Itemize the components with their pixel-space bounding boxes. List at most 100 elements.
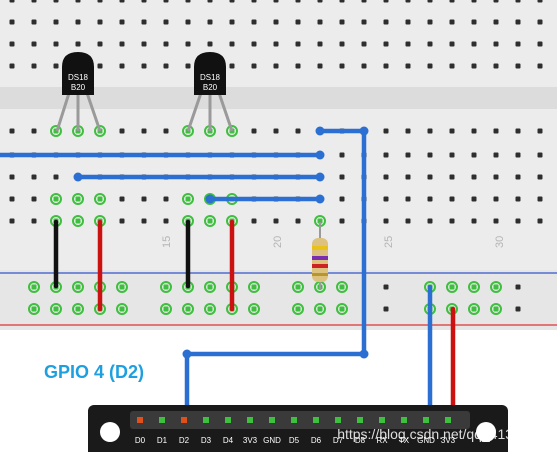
breadboard-hole bbox=[163, 63, 169, 69]
breadboard-hole bbox=[405, 0, 411, 3]
breadboard-hole bbox=[361, 41, 367, 47]
breadboard-hole-highlight bbox=[28, 281, 40, 293]
breadboard-hole bbox=[119, 0, 125, 3]
breadboard-hole bbox=[493, 306, 499, 312]
breadboard-hole-highlight bbox=[50, 125, 62, 137]
breadboard-hole bbox=[471, 0, 477, 3]
breadboard-hole bbox=[53, 196, 59, 202]
breadboard-hole bbox=[537, 196, 543, 202]
board-pin-label: GND bbox=[417, 436, 435, 445]
breadboard-hole bbox=[53, 41, 59, 47]
breadboard-hole bbox=[229, 19, 235, 25]
wire-endpoints bbox=[73, 126, 369, 359]
breadboard-hole-highlight bbox=[94, 193, 106, 205]
breadboard-hole bbox=[75, 0, 81, 3]
breadboard-hole bbox=[53, 0, 59, 3]
breadboard-hole bbox=[295, 284, 301, 290]
breadboard-hole bbox=[273, 63, 279, 69]
breadboard-hole bbox=[383, 128, 389, 134]
breadboard-hole bbox=[449, 284, 455, 290]
breadboard-hole-highlight bbox=[446, 281, 458, 293]
breadboard-hole-highlight bbox=[314, 303, 326, 315]
breadboard-hole-highlight bbox=[94, 125, 106, 137]
endpoint bbox=[315, 194, 325, 204]
breadboard-hole bbox=[427, 152, 433, 158]
breadboard-hole bbox=[9, 174, 15, 180]
resistor-band-3 bbox=[312, 264, 328, 268]
breadboard-hole bbox=[31, 63, 37, 69]
breadboard-hole bbox=[31, 196, 37, 202]
breadboard-hole bbox=[317, 218, 323, 224]
breadboard-hole bbox=[339, 63, 345, 69]
breadboard-hole bbox=[207, 306, 213, 312]
breadboard-hole bbox=[427, 19, 433, 25]
sensor-2-leg-left bbox=[186, 89, 204, 132]
breadboard-hole bbox=[515, 174, 521, 180]
endpoint bbox=[182, 349, 192, 359]
breadboard-hole bbox=[537, 152, 543, 158]
breadboard-hole bbox=[339, 196, 345, 202]
breadboard-hole bbox=[405, 152, 411, 158]
breadboard-hole bbox=[119, 19, 125, 25]
column-number-25: 25 bbox=[383, 236, 395, 248]
breadboard-hole bbox=[141, 19, 147, 25]
breadboard-hole bbox=[339, 0, 345, 3]
breadboard-hole bbox=[361, 63, 367, 69]
breadboard-hole bbox=[383, 174, 389, 180]
breadboard-hole bbox=[493, 41, 499, 47]
breadboard-hole bbox=[75, 19, 81, 25]
breadboard-hole bbox=[31, 128, 37, 134]
breadboard-hole bbox=[449, 128, 455, 134]
breadboard-hole bbox=[405, 174, 411, 180]
breadboard-hole bbox=[141, 218, 147, 224]
breadboard-hole bbox=[515, 63, 521, 69]
breadboard-hole-highlight bbox=[72, 303, 84, 315]
breadboard-hole bbox=[251, 41, 257, 47]
breadboard-hole bbox=[537, 218, 543, 224]
breadboard-hole bbox=[9, 196, 15, 202]
breadboard-hole-highlight bbox=[292, 281, 304, 293]
breadboard-hole bbox=[493, 284, 499, 290]
breadboard-hole bbox=[361, 19, 367, 25]
resistor-band-4 bbox=[312, 273, 328, 276]
breadboard-hole bbox=[449, 174, 455, 180]
breadboard-hole bbox=[31, 0, 37, 3]
breadboard-hole bbox=[163, 0, 169, 3]
board-pin-d8 bbox=[357, 417, 363, 423]
breadboard-hole bbox=[405, 19, 411, 25]
breadboard-hole bbox=[119, 306, 125, 312]
column-number-20: 20 bbox=[272, 236, 284, 248]
breadboard-hole bbox=[515, 218, 521, 224]
breadboard-hole bbox=[317, 306, 323, 312]
breadboard-hole bbox=[295, 41, 301, 47]
breadboard-hole bbox=[471, 306, 477, 312]
breadboard-hole-highlight bbox=[468, 281, 480, 293]
breadboard-hole bbox=[163, 41, 169, 47]
breadboard-hole bbox=[537, 63, 543, 69]
breadboard-hole bbox=[9, 0, 15, 3]
breadboard-hole bbox=[185, 63, 191, 69]
breadboard-hole bbox=[273, 0, 279, 3]
breadboard-hole bbox=[471, 174, 477, 180]
endpoint bbox=[205, 194, 215, 204]
breadboard-hole bbox=[405, 63, 411, 69]
breadboard-hole bbox=[119, 128, 125, 134]
breadboard-hole-highlight bbox=[204, 281, 216, 293]
board-pin-gnd bbox=[269, 417, 275, 423]
breadboard-hole bbox=[493, 152, 499, 158]
breadboard-hole bbox=[471, 196, 477, 202]
board-pin-label: D4 bbox=[223, 436, 234, 445]
breadboard-hole bbox=[251, 128, 257, 134]
sensor-2-label-top: DS18 bbox=[200, 73, 221, 82]
breadboard-hole bbox=[163, 128, 169, 134]
breadboard-hole bbox=[339, 218, 345, 224]
breadboard-hole bbox=[141, 196, 147, 202]
breadboard-hole-highlight bbox=[160, 303, 172, 315]
board-pin-3v3 bbox=[445, 417, 451, 423]
breadboard-hole-highlight bbox=[182, 125, 194, 137]
breadboard-hole-highlight bbox=[182, 193, 194, 205]
board-pin-label: D1 bbox=[157, 436, 168, 445]
board-pin-label: D2 bbox=[179, 436, 190, 445]
breadboard-hole bbox=[207, 19, 213, 25]
